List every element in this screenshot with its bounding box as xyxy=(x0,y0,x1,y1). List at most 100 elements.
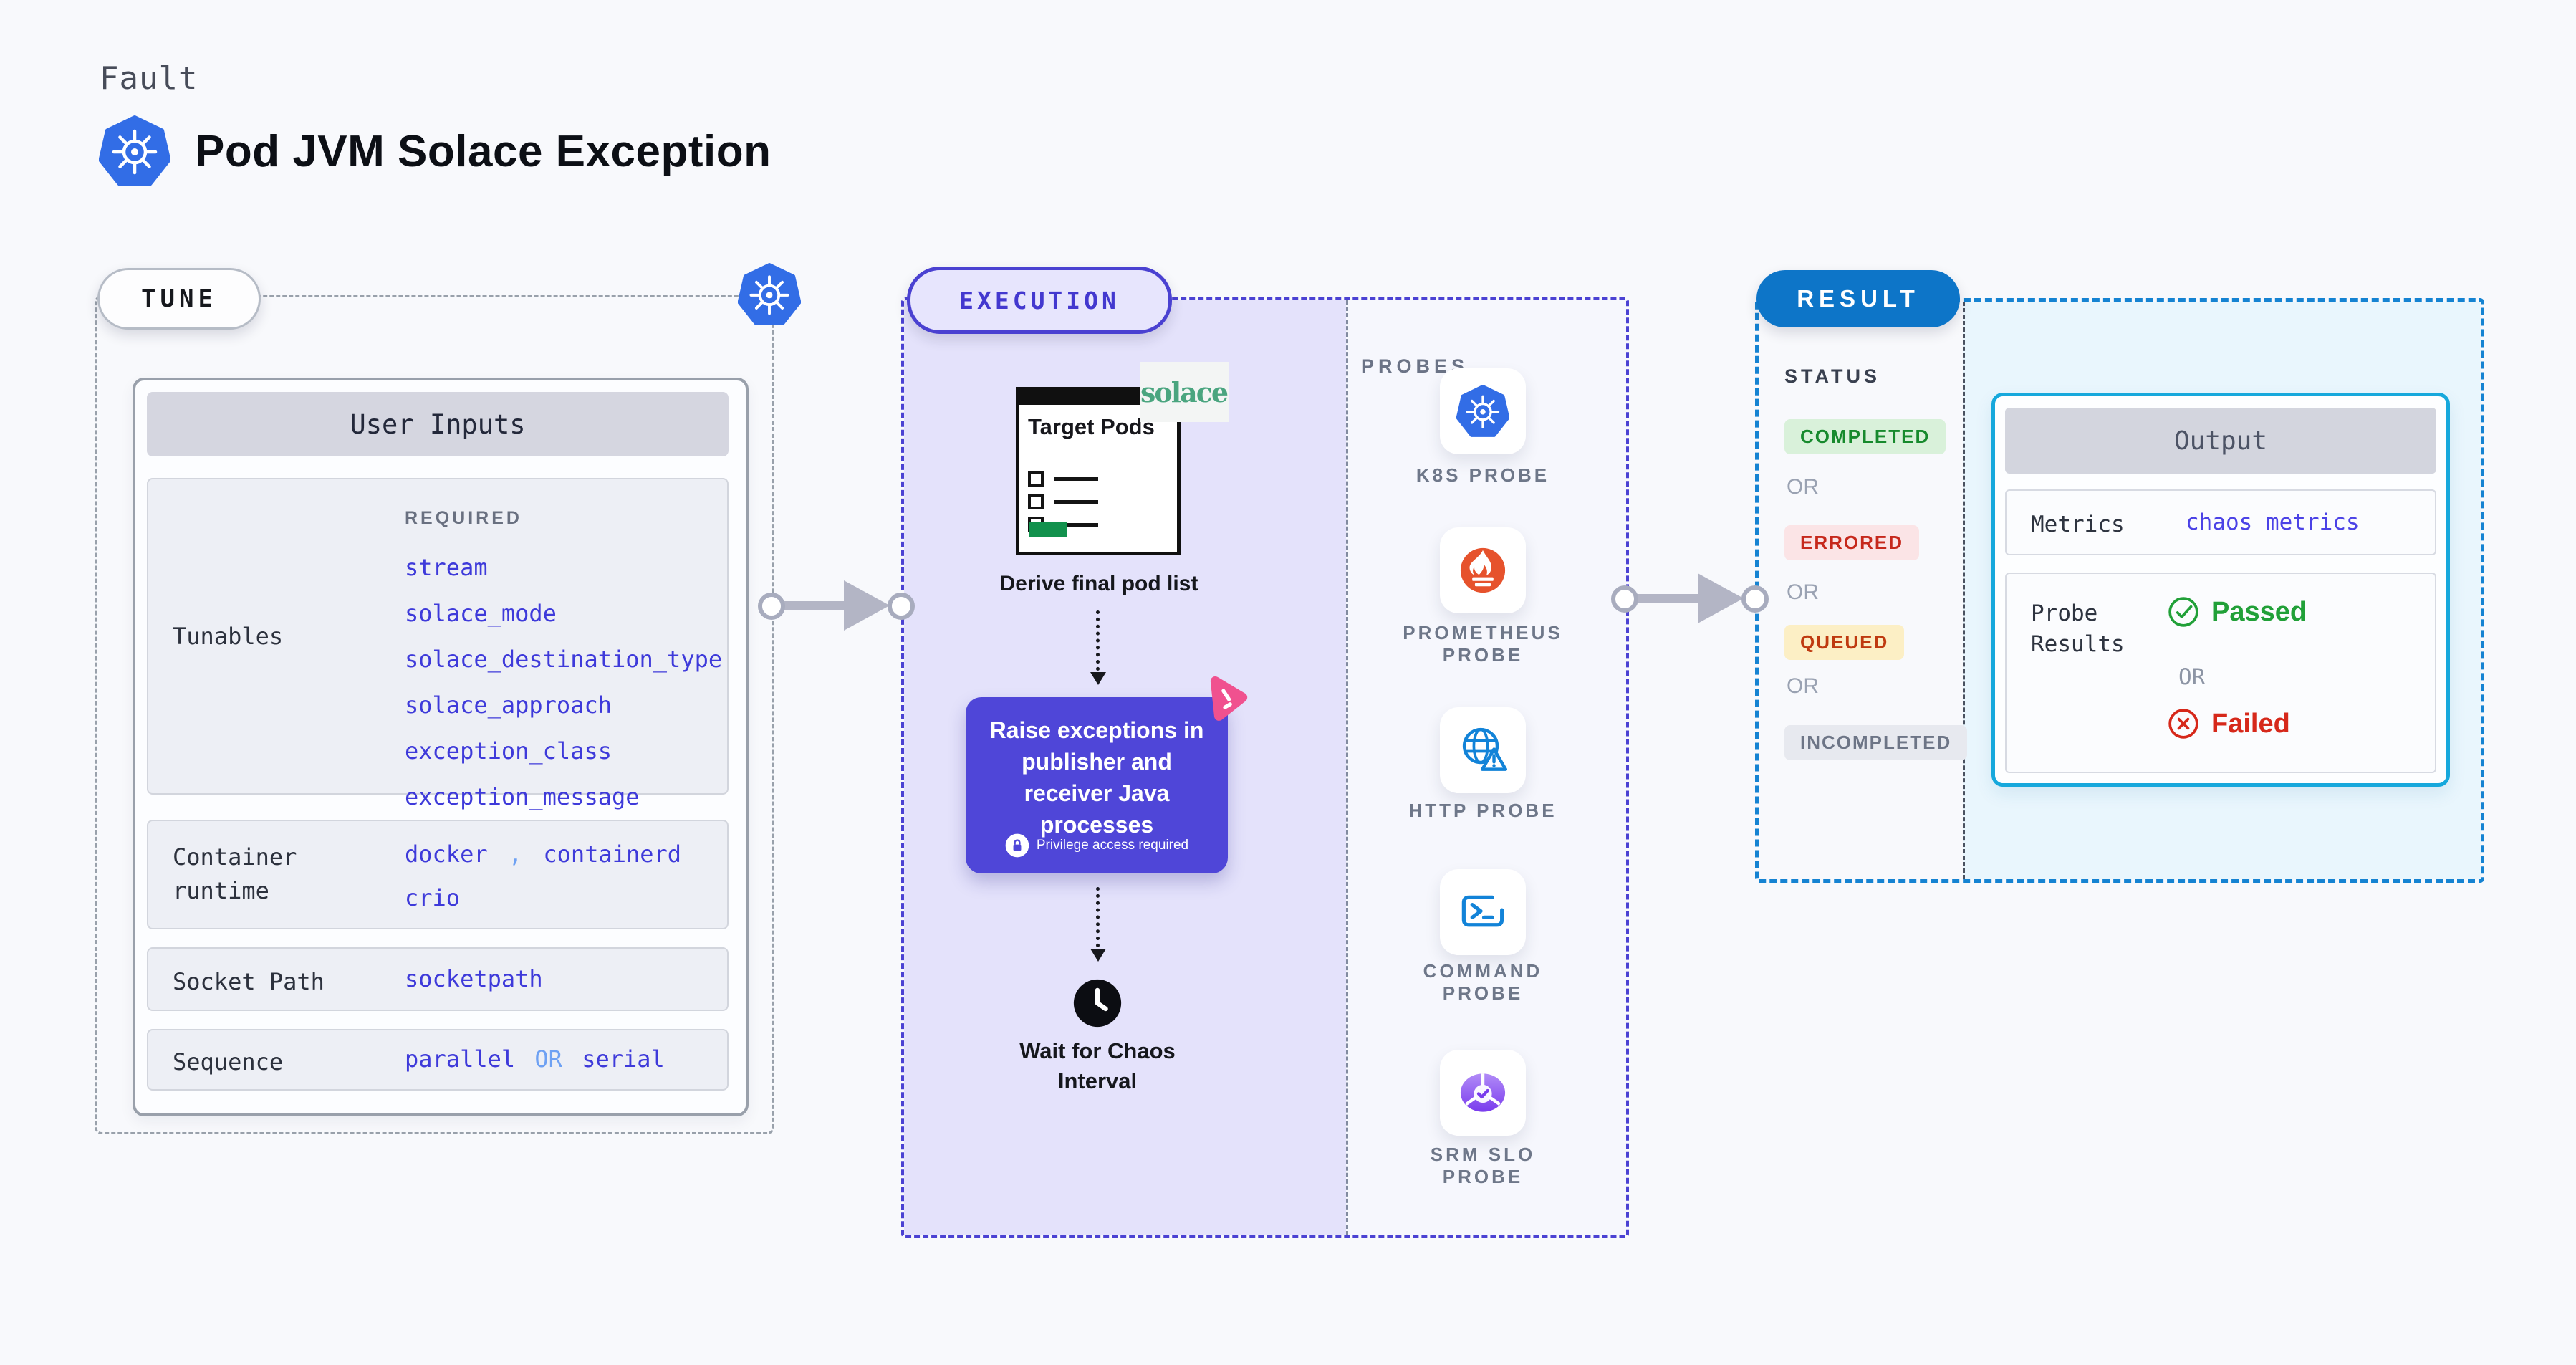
srm-slo-icon xyxy=(1460,1073,1506,1112)
user-inputs-header: User Inputs xyxy=(147,392,729,456)
required-label: REQUIRED xyxy=(405,508,522,528)
status-badge-queued: QUEUED xyxy=(1784,625,1905,660)
x-circle-icon xyxy=(2168,709,2198,739)
status-label: STATUS xyxy=(1784,365,1880,387)
litmus-chaos-icon xyxy=(1210,676,1248,721)
failed-row: Failed xyxy=(2167,707,2290,740)
privilege-note: Privilege access required xyxy=(1036,838,1189,853)
dotted-connector xyxy=(1096,887,1100,947)
solace-logo: solace xyxy=(1140,362,1229,422)
probe-results-row: Probe Results Passed OR Failed xyxy=(2005,573,2436,773)
dotted-arrow-head xyxy=(1090,672,1106,685)
target-pods-window: Target Pods xyxy=(1016,387,1181,555)
tunables-row: Tunables REQUIRED stream solace_mode sol… xyxy=(147,478,729,810)
probe-label: SRM SLO PROBE xyxy=(1430,1144,1536,1187)
result-badge: RESULT xyxy=(1756,270,1960,327)
connector-dot xyxy=(758,593,785,620)
probe-results-label: Probe Results xyxy=(2031,600,2125,657)
pod-checkbox-row xyxy=(1028,471,1098,487)
tunable-item: solace_destination_type xyxy=(405,646,723,673)
lock-icon xyxy=(1005,833,1029,858)
dotted-arrow-head xyxy=(1090,949,1106,962)
check-circle-icon xyxy=(2168,597,2198,627)
page-title: Pod JVM Solace Exception xyxy=(195,126,772,176)
tunable-item: solace_mode xyxy=(405,600,557,627)
arrow-head xyxy=(844,580,890,631)
window-titlebar xyxy=(1019,391,1177,405)
container-runtime-label: Container runtime xyxy=(173,843,297,904)
connector-dot xyxy=(1611,585,1638,613)
globe-warning-icon xyxy=(1462,727,1508,771)
probe-card-srm-slo xyxy=(1440,1050,1526,1136)
or-label: OR xyxy=(1787,475,1819,499)
derive-pod-list-step: Derive final pod list xyxy=(999,572,1198,595)
target-pods-title: Target Pods xyxy=(1028,414,1155,439)
tune-section-frame xyxy=(95,295,774,1134)
execution-badge: EXECUTION xyxy=(907,267,1172,334)
list-line xyxy=(1054,522,1098,527)
sequence-row: Sequence parallel OR serial xyxy=(147,1029,729,1091)
probe-card-prometheus xyxy=(1440,527,1526,613)
metrics-row: Metrics chaos metrics xyxy=(2005,489,2436,555)
or-label: OR xyxy=(1787,674,1819,698)
probe-label: PROMETHEUS PROBE xyxy=(1403,622,1563,666)
dotted-connector xyxy=(1096,610,1100,671)
sequence-value: serial xyxy=(582,1045,665,1073)
sequence-label: Sequence xyxy=(173,1048,284,1076)
socket-path-label: Socket Path xyxy=(173,968,325,995)
probe-card-command xyxy=(1440,869,1526,955)
container-runtime-row: Container runtime docker , containerd cr… xyxy=(147,820,729,929)
status-badge-completed: COMPLETED xyxy=(1784,419,1946,454)
runtime-value: crio xyxy=(405,884,461,911)
metrics-label: Metrics xyxy=(2031,512,2125,537)
arrow-probes-to-result xyxy=(1630,594,1699,603)
connector-dot xyxy=(888,593,915,620)
status-badge-incompleted: INCOMPLETED xyxy=(1784,725,1968,760)
tunable-item: solace_approach xyxy=(405,691,612,719)
prometheus-icon xyxy=(1460,547,1506,593)
tunable-item: exception_class xyxy=(405,737,612,765)
green-button xyxy=(1029,522,1067,537)
probe-label: K8S PROBE xyxy=(1416,464,1550,486)
runtime-separator: , xyxy=(508,840,523,868)
tunables-label: Tunables xyxy=(173,623,284,650)
or-label: OR xyxy=(2178,664,2206,690)
fault-eyebrow: Fault xyxy=(100,60,198,97)
kubernetes-icon xyxy=(1456,385,1509,437)
runtime-value: containerd xyxy=(543,840,682,868)
tune-badge: TUNE xyxy=(97,268,261,330)
raise-exceptions-text: Raise exceptions in publisher and receiv… xyxy=(989,717,1204,838)
privilege-row: Privilege access required xyxy=(966,833,1228,858)
terminal-icon xyxy=(1461,895,1504,927)
list-line xyxy=(1054,499,1098,504)
status-badge-errored: ERRORED xyxy=(1784,525,1920,560)
checkbox-icon xyxy=(1028,494,1044,509)
failed-label: Failed xyxy=(2211,708,2290,739)
output-card: Output Metrics chaos metrics Probe Resul… xyxy=(1991,393,2450,787)
title-row: Pod JVM Solace Exception xyxy=(99,115,771,188)
probe-card-k8s xyxy=(1440,368,1526,454)
passed-row: Passed xyxy=(2167,595,2307,628)
checkbox-icon xyxy=(1028,471,1044,487)
user-inputs-card: User Inputs Tunables REQUIRED stream sol… xyxy=(133,378,749,1116)
arrow-head xyxy=(1698,573,1744,623)
kubernetes-icon xyxy=(99,115,170,186)
sequence-value: parallel xyxy=(405,1045,516,1073)
clock-icon xyxy=(1073,979,1122,1028)
passed-label: Passed xyxy=(2211,596,2307,627)
probe-card-http xyxy=(1440,707,1526,793)
or-label: OR xyxy=(1787,580,1819,604)
tunable-item: stream xyxy=(405,554,488,581)
wait-chaos-interval-step: Wait for Chaos Interval xyxy=(1019,1038,1176,1093)
probe-label: COMMAND PROBE xyxy=(1423,960,1543,1004)
socket-path-row: Socket Path socketpath xyxy=(147,947,729,1011)
pod-checkbox-row xyxy=(1028,494,1098,509)
connector-dot xyxy=(1741,585,1769,613)
sequence-or: OR xyxy=(534,1045,562,1073)
list-line xyxy=(1054,476,1098,481)
probe-label: HTTP PROBE xyxy=(1408,800,1557,821)
output-header: Output xyxy=(2005,408,2436,474)
socket-path-value: socketpath xyxy=(405,965,543,992)
kubernetes-icon xyxy=(738,263,801,325)
